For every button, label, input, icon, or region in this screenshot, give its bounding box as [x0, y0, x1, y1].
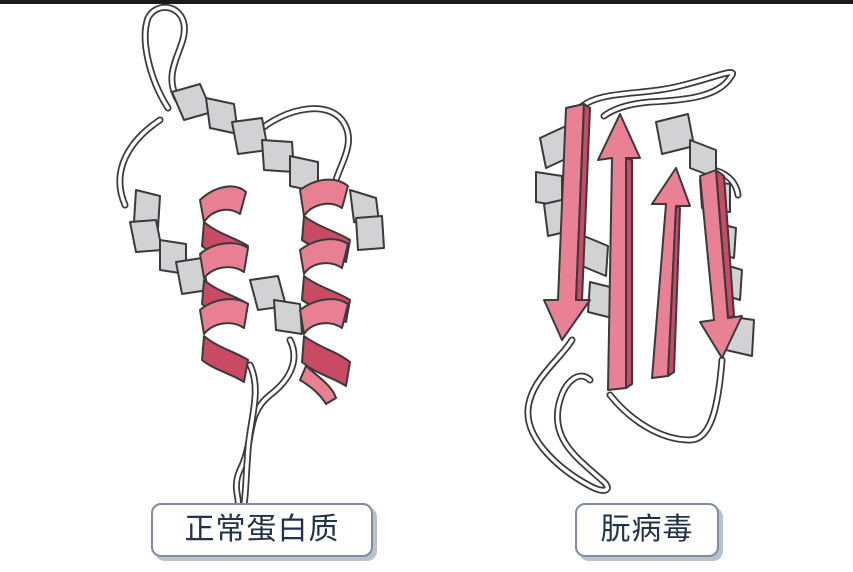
prion-beta-strands [543, 103, 743, 391]
normal-protein-structure [116, 4, 385, 509]
normal-protein-pink-helix-b [299, 178, 351, 405]
normal-protein-coil [116, 4, 352, 509]
normal-protein-pink-helix-a [199, 185, 249, 383]
normal-protein-gray-helix [129, 83, 385, 335]
prion-structure [524, 69, 755, 494]
normal-protein-label-text: 正常蛋白质 [184, 512, 340, 547]
prion-label-text: 朊病毒 [600, 512, 694, 547]
prion-label: 朊病毒 [575, 503, 719, 557]
normal-protein-label: 正常蛋白质 [151, 503, 373, 557]
top-border [0, 0, 853, 4]
prion-coil [524, 69, 742, 494]
